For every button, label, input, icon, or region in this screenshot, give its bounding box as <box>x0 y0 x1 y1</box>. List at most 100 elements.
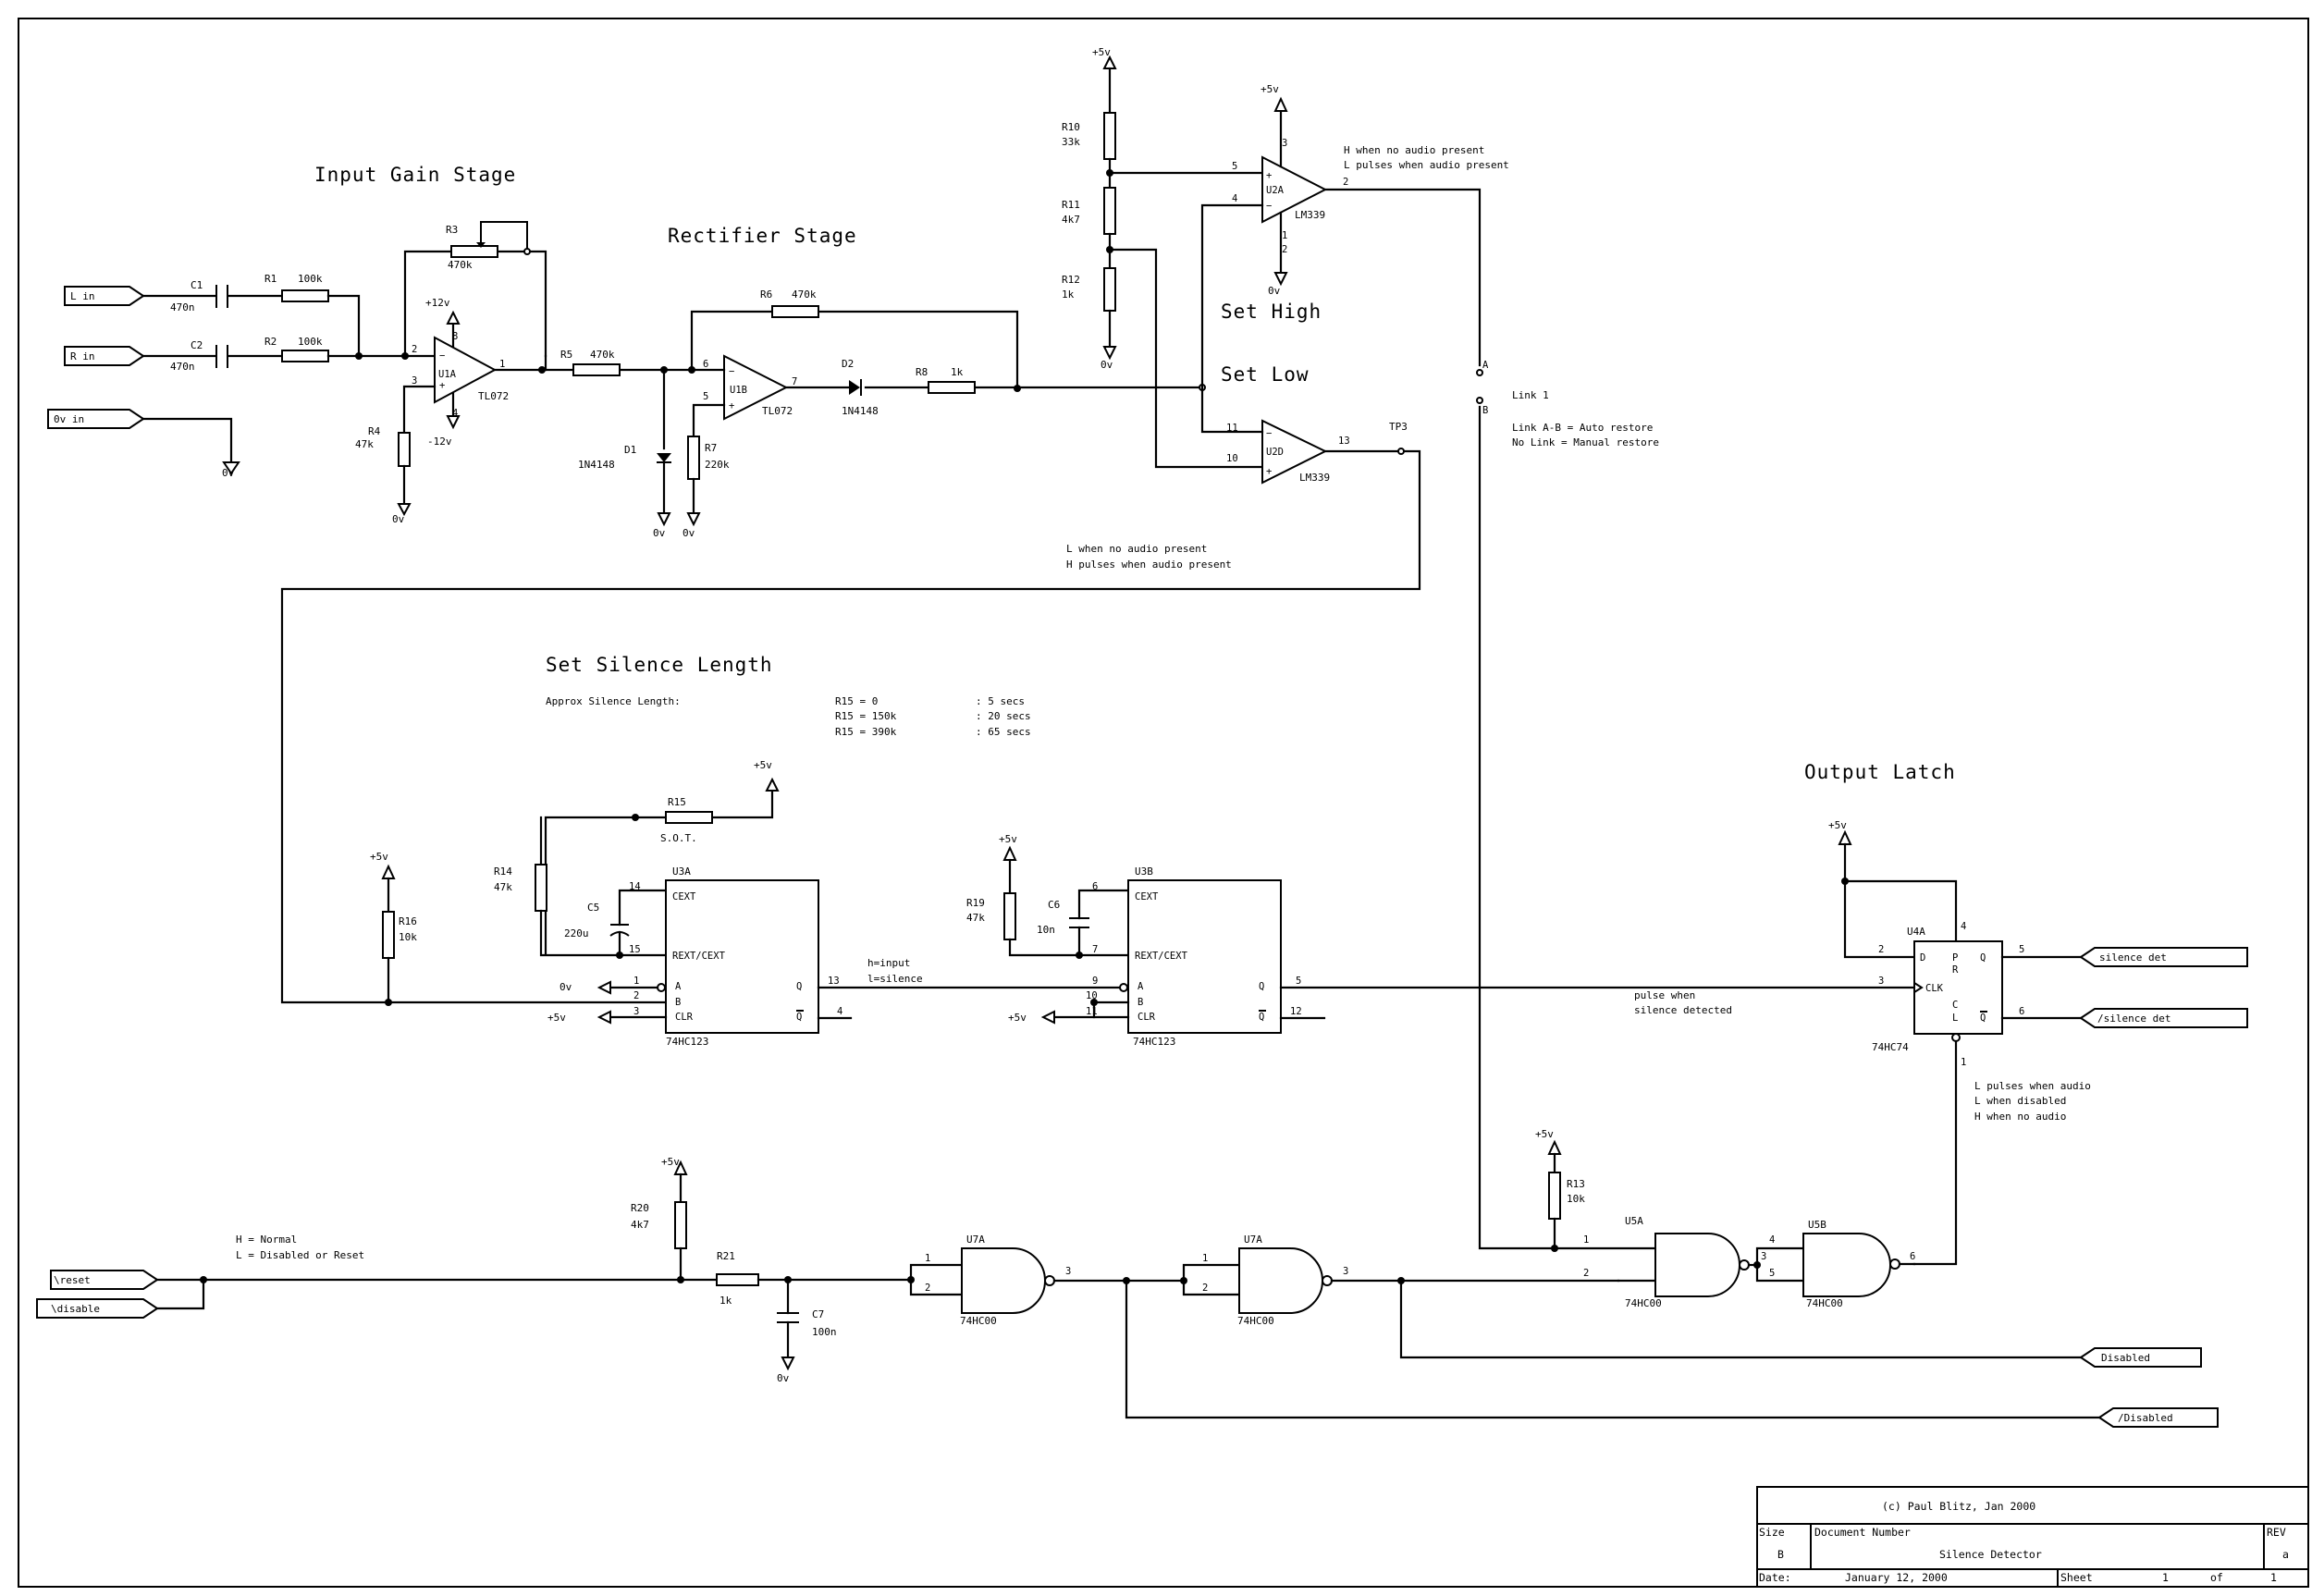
svg-text:100k: 100k <box>298 273 323 285</box>
comparator-u2a: + − U2A LM339 5 4 2 3 1 2 <box>1232 138 1348 255</box>
svg-text:0v: 0v <box>653 527 666 539</box>
svg-text:0v: 0v <box>392 513 405 525</box>
svg-text:1N4148: 1N4148 <box>578 459 615 471</box>
resistor-r8: R8 1k <box>916 366 976 394</box>
svg-text:100n: 100n <box>812 1326 837 1338</box>
diode-d2: D2 1N4148 <box>842 358 879 417</box>
monostable-u3b: CEXT REXT/CEXT A B CLR Q Q U3B 74HC123 6… <box>1086 866 1302 1048</box>
svg-text:470k: 470k <box>792 289 817 301</box>
svg-text:CEXT: CEXT <box>1135 891 1159 902</box>
svg-text:9: 9 <box>1092 976 1098 987</box>
svg-text:U7A: U7A <box>966 1234 985 1246</box>
svg-text:R15 = 390k: R15 = 390k <box>835 726 897 738</box>
heading-set-high: Set High <box>1221 301 1322 323</box>
svg-text:74HC00: 74HC00 <box>1806 1297 1843 1309</box>
svg-text:Size: Size <box>1759 1526 1785 1539</box>
svg-text:R16: R16 <box>399 915 417 927</box>
resistor-r2: R2 100k <box>264 336 329 362</box>
svg-text:1: 1 <box>633 976 639 987</box>
svg-text:0v: 0v <box>777 1372 790 1384</box>
svg-text:C7: C7 <box>812 1308 824 1320</box>
port-0v-in: 0v in <box>47 409 145 429</box>
port-l-in: L in <box>64 286 145 306</box>
svg-text:R12: R12 <box>1062 274 1080 286</box>
heading-input-gain: Input Gain Stage <box>314 164 516 186</box>
resistor-r7: R7 220k <box>687 436 730 480</box>
svg-text:C2: C2 <box>191 339 203 351</box>
port-r-in: R in <box>64 346 145 366</box>
svg-text:No Link = Manual restore: No Link = Manual restore <box>1512 436 1659 448</box>
svg-text:CLR: CLR <box>1138 1012 1156 1023</box>
svg-text:TP3: TP3 <box>1389 421 1408 433</box>
resistor-r6: R6 470k <box>760 289 819 318</box>
comparator-u2d: − + U2D LM339 11 10 13 <box>1226 419 1350 485</box>
svg-text:1: 1 <box>1961 1057 1966 1068</box>
svg-text:R2: R2 <box>264 336 277 348</box>
capacitor-c2: C2 470n <box>170 339 228 373</box>
svg-text:Document Number: Document Number <box>1814 1526 1911 1539</box>
svg-text:TL072: TL072 <box>478 390 509 402</box>
svg-text:+: + <box>439 380 445 391</box>
svg-text:−: − <box>439 350 445 362</box>
svg-text:+: + <box>1266 170 1272 181</box>
svg-text:L when no audio present: L when no audio present <box>1066 543 1207 555</box>
port-disable: \disable <box>36 1298 159 1319</box>
svg-text:3: 3 <box>1878 976 1884 987</box>
svg-text:10n: 10n <box>1037 924 1055 936</box>
svg-text:: 5 secs: : 5 secs <box>976 695 1025 707</box>
link-1-jumper: A B <box>1476 360 1489 416</box>
svg-text:47k: 47k <box>966 912 985 924</box>
svg-text:5: 5 <box>1232 161 1237 172</box>
heading-output-latch: Output Latch <box>1804 761 1956 783</box>
svg-text:H when no audio: H when no audio <box>1974 1111 2066 1123</box>
svg-text:1N4148: 1N4148 <box>842 405 879 417</box>
svg-text:+5v: +5v <box>1008 1012 1027 1024</box>
svg-text:h=input: h=input <box>867 957 910 969</box>
svg-text:−: − <box>729 366 734 377</box>
svg-text:1k: 1k <box>719 1295 732 1307</box>
svg-text:REXT/CEXT: REXT/CEXT <box>672 951 726 962</box>
svg-text:L in: L in <box>70 290 95 302</box>
svg-text:U3B: U3B <box>1135 866 1153 878</box>
svg-text:3: 3 <box>412 375 417 387</box>
svg-text:0v: 0v <box>1101 359 1113 371</box>
svg-text:3: 3 <box>1761 1251 1766 1262</box>
svg-text:+5v: +5v <box>1535 1128 1554 1140</box>
svg-text:CLR: CLR <box>675 1012 694 1023</box>
svg-text:LM339: LM339 <box>1299 472 1330 484</box>
svg-text:220u: 220u <box>564 927 589 939</box>
svg-text:A: A <box>1482 360 1489 371</box>
resistor-r11: R11 4k7 <box>1062 187 1116 235</box>
svg-text:4: 4 <box>1769 1234 1775 1246</box>
svg-text:2: 2 <box>1202 1283 1208 1294</box>
svg-text:U5A: U5A <box>1625 1215 1643 1227</box>
svg-text:R3: R3 <box>446 224 458 236</box>
svg-text:H when no audio present: H when no audio present <box>1344 144 1484 156</box>
svg-text:−: − <box>1266 428 1272 439</box>
svg-text:2: 2 <box>1343 177 1348 188</box>
svg-text:1: 1 <box>2270 1571 2277 1584</box>
svg-text:47k: 47k <box>494 881 512 893</box>
port-reset: \reset <box>50 1270 159 1290</box>
svg-text:R4: R4 <box>368 425 381 437</box>
svg-text:Q: Q <box>1259 1012 1264 1023</box>
svg-text:U2D: U2D <box>1266 447 1284 458</box>
resistor-r1: R1 100k <box>264 273 329 302</box>
svg-text:2: 2 <box>412 344 417 355</box>
svg-text:H pulses when audio present: H pulses when audio present <box>1066 559 1232 571</box>
svg-text:13: 13 <box>828 976 840 987</box>
copyright-text: (c) Paul Blitz, Jan 2000 <box>1882 1500 2035 1513</box>
svg-text:U4A: U4A <box>1907 926 1925 938</box>
svg-text:470k: 470k <box>590 349 615 361</box>
svg-text:1: 1 <box>1202 1253 1208 1264</box>
svg-text:of: of <box>2210 1571 2223 1584</box>
nand-gate-u5a: U5A 74HC00 1 2 3 <box>1583 1215 1766 1309</box>
svg-text:Q: Q <box>796 981 802 992</box>
svg-text:2: 2 <box>1878 944 1884 955</box>
svg-text:13: 13 <box>1338 436 1350 447</box>
svg-text:C1: C1 <box>191 279 203 291</box>
svg-text:1k: 1k <box>951 366 964 378</box>
svg-text:L when disabled: L when disabled <box>1974 1095 2066 1107</box>
svg-text:4: 4 <box>1961 921 1966 932</box>
svg-text:74HC00: 74HC00 <box>1625 1297 1662 1309</box>
